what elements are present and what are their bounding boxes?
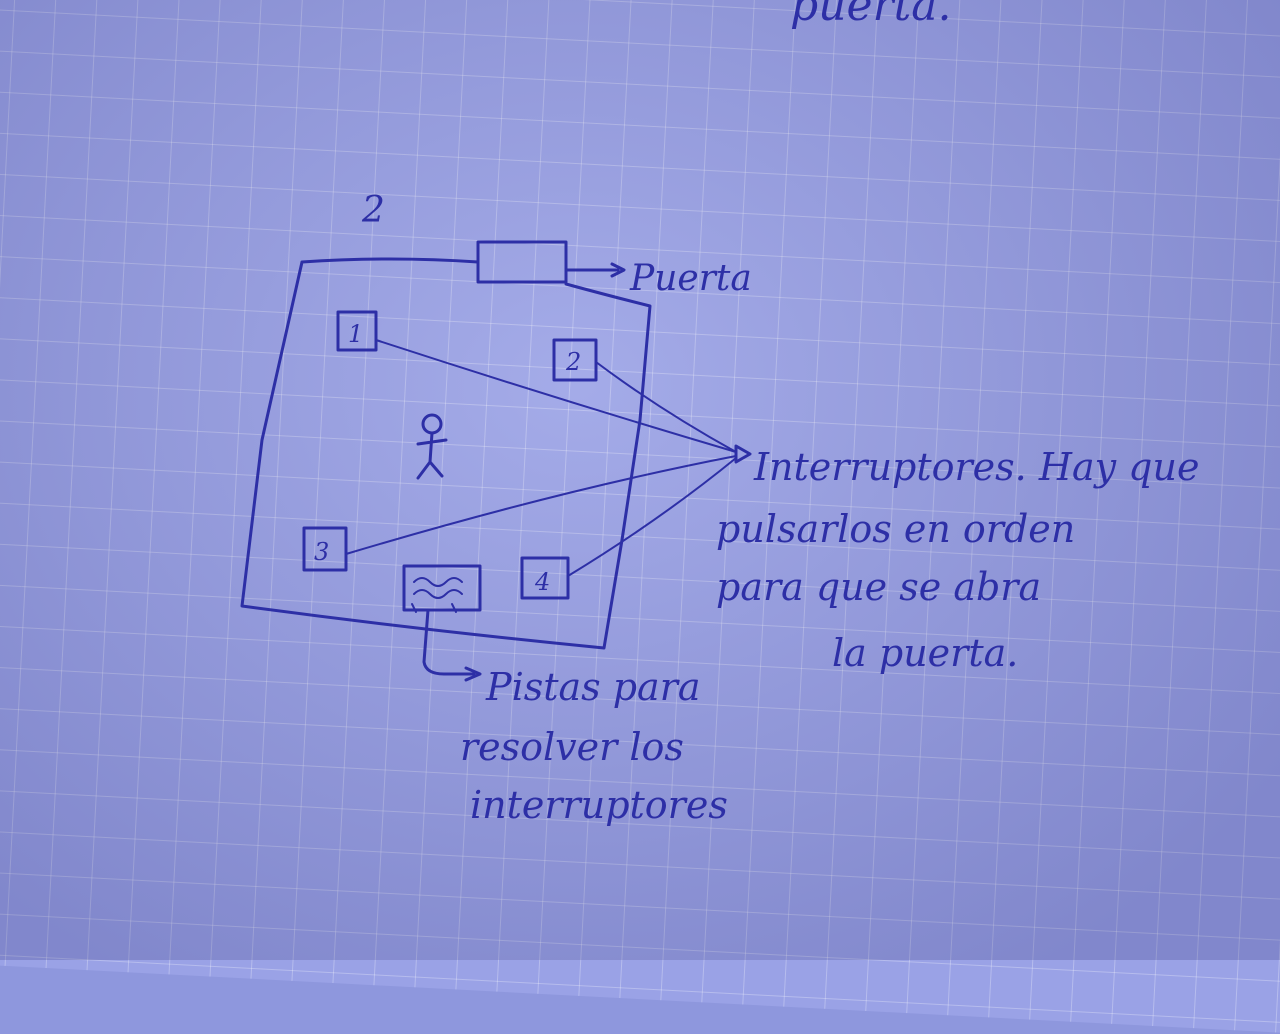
connector-switch-1 [375, 339, 737, 453]
clues-note-line-1: Pistas para [485, 665, 701, 709]
clues-note: Pistas para resolver los interruptores [460, 665, 728, 827]
connector-switch-3 [345, 455, 737, 555]
switch-2-number: 2 [565, 348, 581, 376]
door-label: Puerta [629, 258, 752, 299]
switches-note-line-1: Interruptores. Hay que [753, 445, 1199, 489]
clue-panel-legs [411, 603, 457, 613]
clue-panel [402, 564, 482, 612]
clues-note-line-3: interruptores [470, 783, 728, 827]
clue-panel-wave-icon [413, 577, 463, 599]
switches-note: Interruptores. Hay que pulsarlos en orde… [716, 445, 1212, 675]
top-text-fragment: puerta. [790, 0, 951, 31]
switch-1-box [336, 310, 378, 352]
player-figure-icon [416, 413, 448, 480]
clues-connector [422, 608, 476, 676]
switch-2-box [552, 338, 598, 382]
connector-switch-4 [567, 457, 737, 577]
switches-note-line-4: la puerta. [832, 631, 1018, 675]
door-arrowhead [610, 262, 626, 278]
clues-note-line-2: resolver los [460, 725, 684, 769]
connector-switch-2 [595, 361, 737, 453]
switch-1-number: 1 [348, 320, 363, 348]
switch-4-box [520, 556, 570, 600]
switches-note-line-2: pulsarlos en orden [716, 507, 1075, 551]
switches-arrowhead [734, 444, 752, 464]
room-diagram: puerta. 2 Puerta 1 2 3 4 Interruptores. … [240, 0, 1212, 827]
room-number: 2 [361, 190, 385, 231]
room-outline [240, 257, 652, 650]
clues-arrowhead [464, 666, 482, 682]
switch-4-number: 4 [534, 568, 550, 596]
switch-3-number: 3 [314, 538, 329, 566]
door-shape [476, 240, 568, 284]
switches-note-line-3: para que se abra [716, 565, 1041, 609]
switch-3-box [302, 526, 348, 572]
